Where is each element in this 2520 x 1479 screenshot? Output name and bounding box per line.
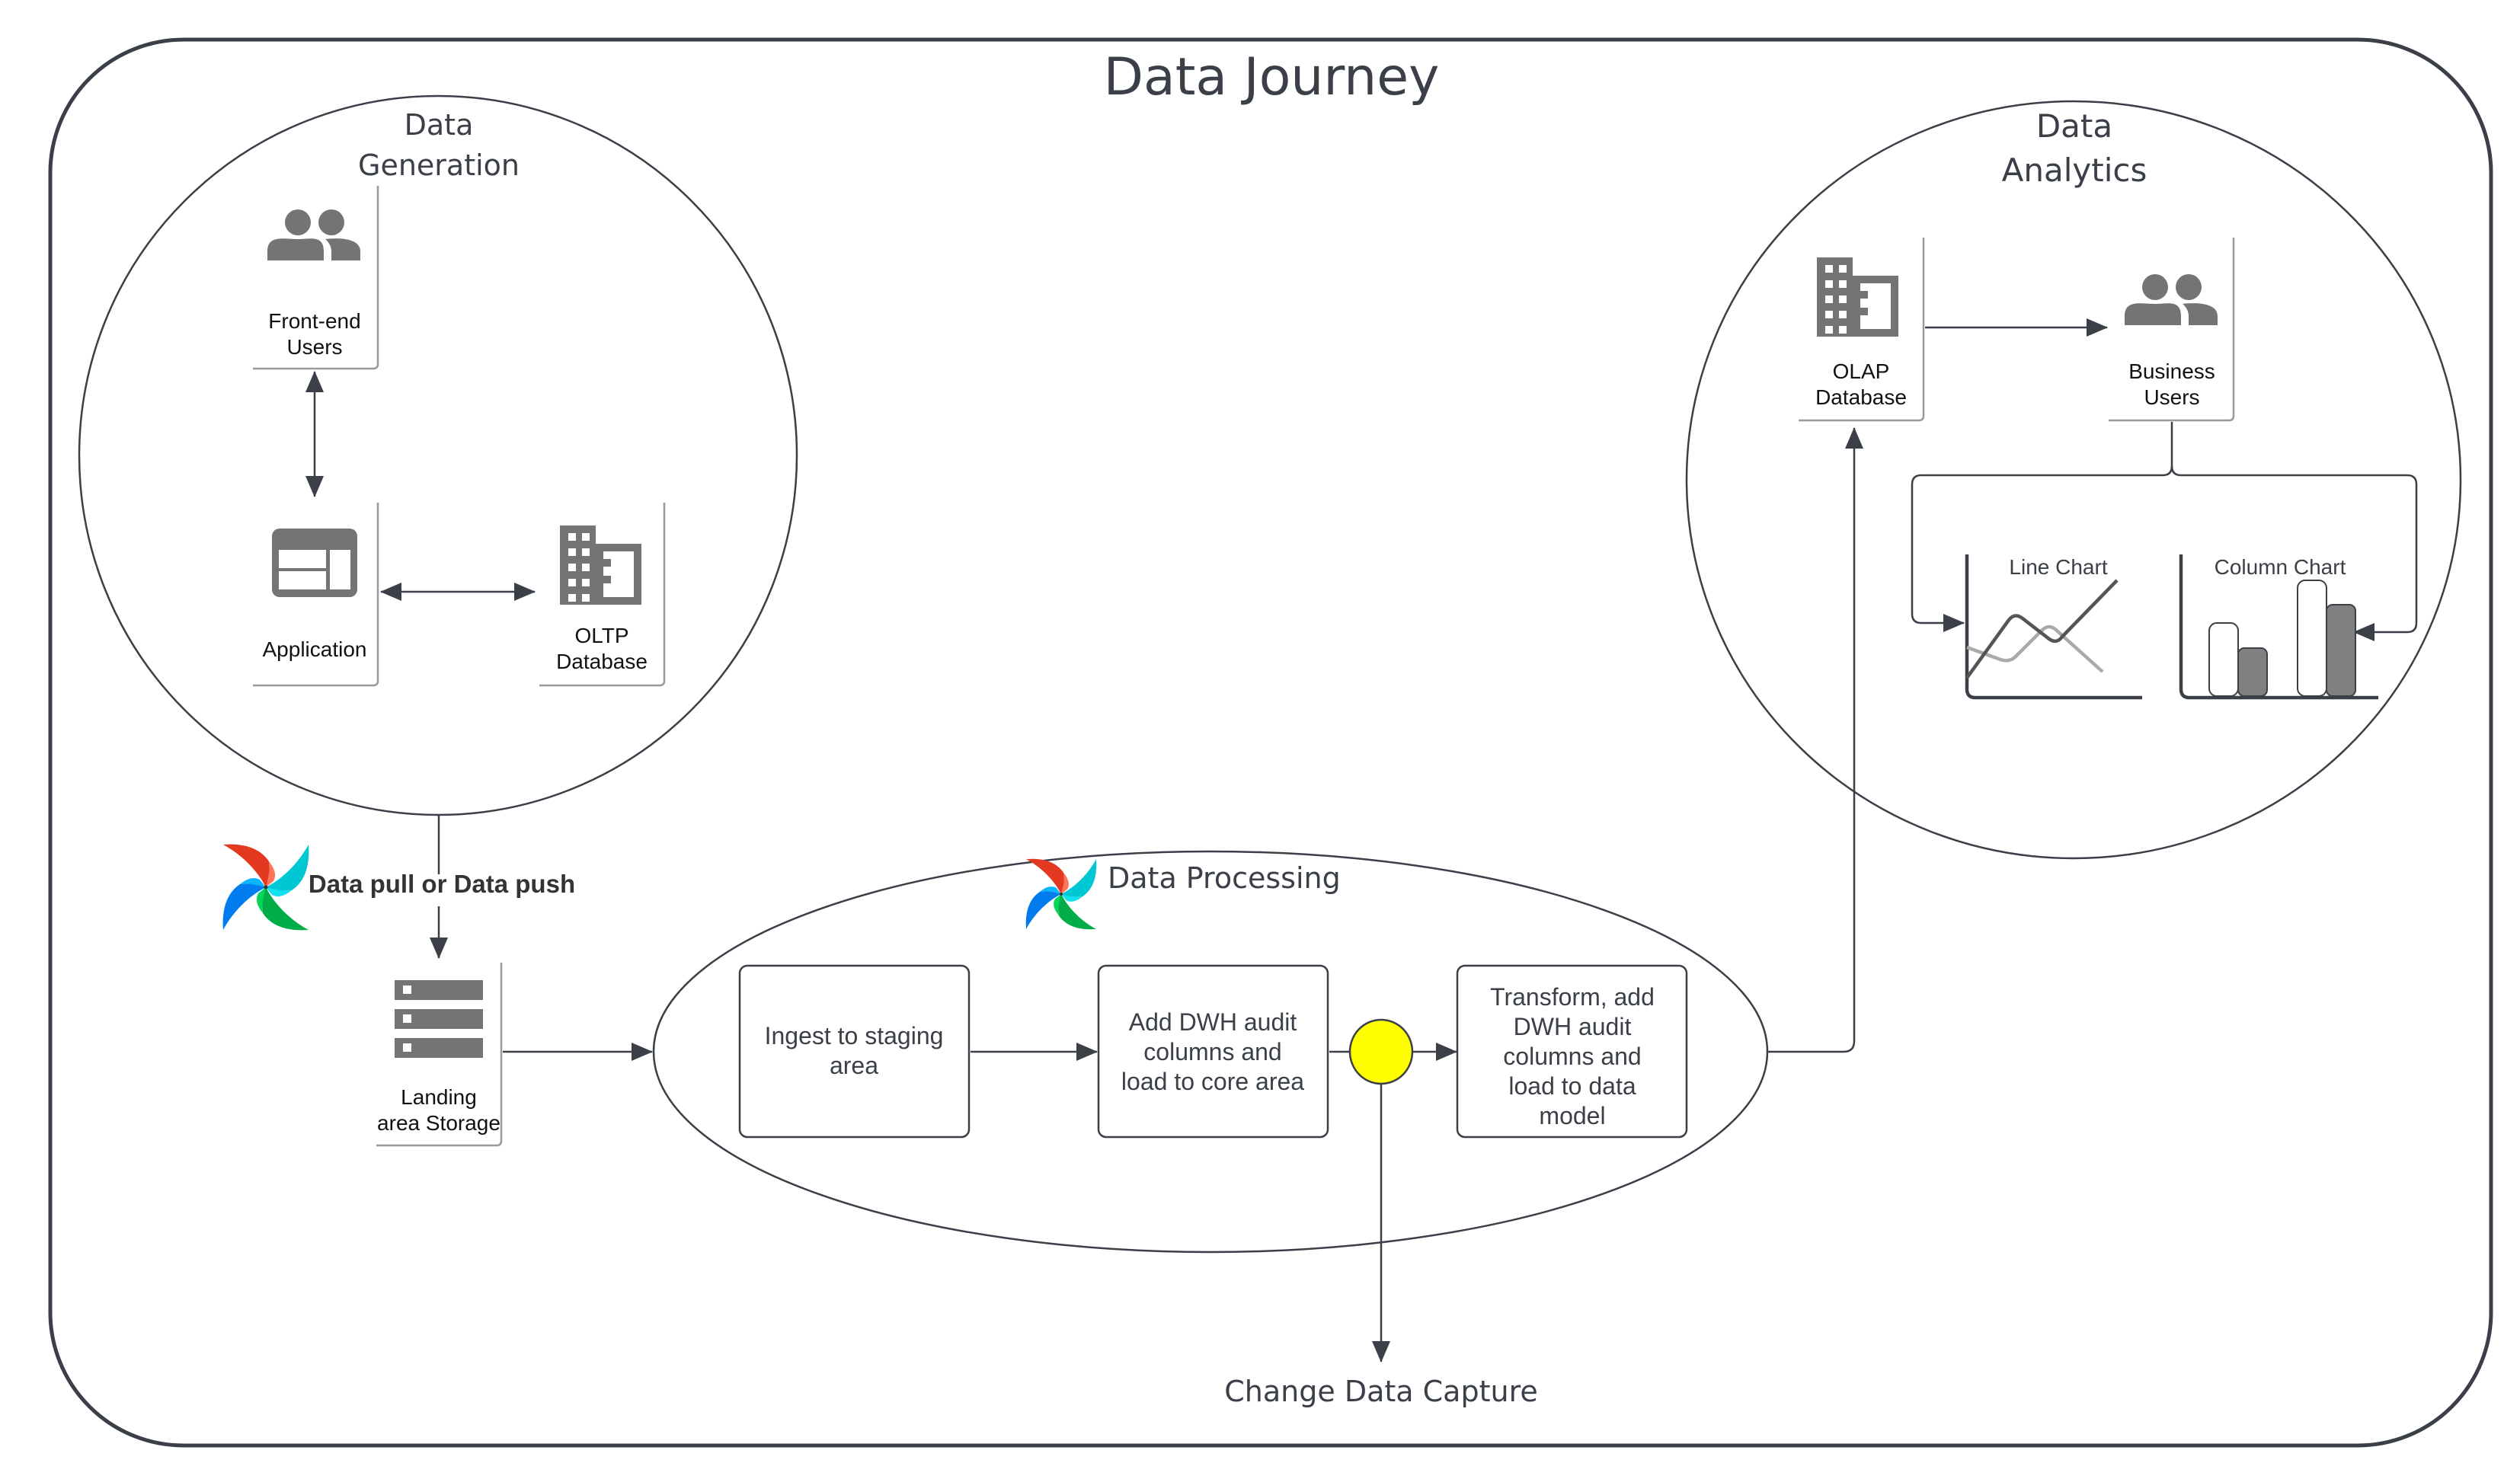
oltp-label-line1: OLTP bbox=[574, 624, 628, 647]
column-chart-bar-2a bbox=[2297, 580, 2327, 697]
column-chart-axes bbox=[2179, 554, 2378, 700]
business-users-node[interactable]: Business Users bbox=[2109, 238, 2235, 422]
step-core-area[interactable]: Add DWH audit columns and load to core a… bbox=[1097, 964, 1329, 1139]
data-generation-group bbox=[78, 94, 798, 816]
step-3-line2: DWH audit bbox=[1514, 1013, 1632, 1040]
users-line-chart-connector bbox=[1911, 422, 2173, 632]
landing-label-line2: area Storage bbox=[377, 1111, 500, 1135]
step-3-line5: model bbox=[1539, 1102, 1605, 1129]
airflow-pinwheel-icon bbox=[222, 844, 309, 931]
line-chart-node[interactable]: Line Chart bbox=[1965, 554, 2142, 700]
olap-database-node[interactable]: OLAP Database bbox=[1799, 238, 1925, 422]
cdc-label: Change Data Capture bbox=[1224, 1375, 1537, 1408]
column-chart-bar-2b bbox=[2326, 604, 2356, 697]
airflow-pinwheel-icon bbox=[1025, 858, 1097, 930]
step-1-line1: Ingest to staging bbox=[765, 1022, 944, 1049]
cdc-junction-node[interactable] bbox=[1348, 1018, 1414, 1085]
data-analytics-group bbox=[1685, 100, 2462, 860]
column-chart-bar-1b bbox=[2237, 647, 2268, 697]
step-3-line3: columns and bbox=[1503, 1043, 1641, 1070]
business-users-label-line1: Business bbox=[2128, 359, 2215, 383]
step-data-model[interactable]: Transform, add DWH audit columns and loa… bbox=[1456, 964, 1688, 1139]
step-3-line4: load to data bbox=[1508, 1072, 1636, 1100]
outer-frame bbox=[48, 37, 2493, 1448]
data-processing-label: Data Processing bbox=[1108, 861, 1341, 895]
landing-storage-node[interactable]: Landing area Storage bbox=[376, 963, 503, 1147]
line-chart-series-b bbox=[1966, 625, 2104, 673]
line-chart-series-a bbox=[1965, 579, 2119, 679]
data-analytics-label-line2: Analytics bbox=[2002, 152, 2147, 189]
olap-label-line2: Database bbox=[1815, 385, 1907, 409]
frontend-users-node[interactable]: Front-end Users bbox=[253, 186, 379, 370]
column-chart-node[interactable]: Column Chart bbox=[2179, 554, 2378, 700]
app-window-icon bbox=[272, 529, 357, 597]
server-storage-icon bbox=[395, 980, 483, 1058]
column-chart-bar-1a bbox=[2208, 622, 2239, 697]
application-node[interactable]: Application bbox=[253, 503, 379, 687]
oltp-label-line2: Database bbox=[556, 650, 648, 673]
extract-edge-label: Data pull or Data push bbox=[309, 870, 575, 898]
data-analytics-label-line1: Data bbox=[2036, 107, 2112, 145]
frontend-users-label-line2: Users bbox=[286, 335, 342, 359]
frontend-users-label-line1: Front-end bbox=[268, 309, 360, 333]
page-title: Data Journey bbox=[1104, 47, 1440, 107]
step-2-line1: Add DWH audit bbox=[1129, 1008, 1297, 1036]
oltp-database-node[interactable]: OLTP Database bbox=[539, 503, 666, 687]
users-column-chart-connector bbox=[2170, 465, 2418, 641]
landing-label-line1: Landing bbox=[401, 1085, 477, 1109]
line-chart-axes bbox=[1965, 554, 2142, 700]
line-chart-label: Line Chart bbox=[2009, 555, 2107, 579]
step-3-line1: Transform, add bbox=[1490, 983, 1655, 1011]
step-1-line2: area bbox=[830, 1052, 878, 1079]
step-ingest-staging[interactable]: Ingest to staging area bbox=[738, 964, 971, 1139]
olap-label-line1: OLAP bbox=[1833, 359, 1890, 383]
column-chart-label: Column Chart bbox=[2215, 555, 2346, 579]
step-2-line2: columns and bbox=[1143, 1038, 1281, 1065]
data-generation-label-line1: Data bbox=[405, 108, 474, 142]
data-generation-label-line2: Generation bbox=[358, 149, 520, 182]
processing-olap-connector bbox=[1767, 427, 1863, 1053]
application-label: Application bbox=[263, 637, 367, 661]
business-users-label-line2: Users bbox=[2144, 385, 2199, 409]
step-2-line3: load to core area bbox=[1121, 1068, 1304, 1095]
